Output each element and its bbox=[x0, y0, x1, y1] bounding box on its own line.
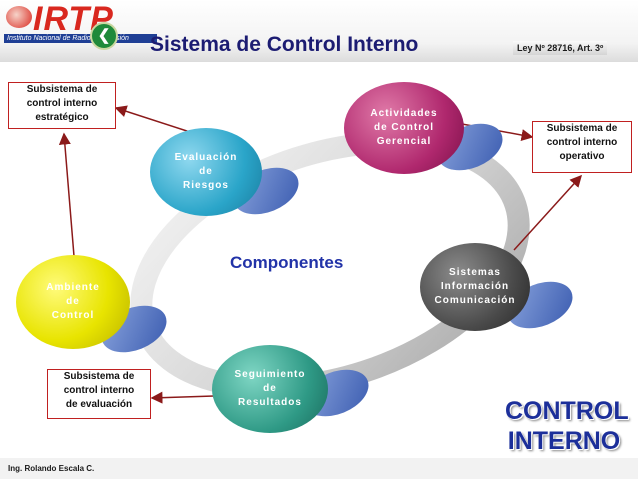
node-sistemas-informacion: Sistemas Información Comunicación bbox=[420, 243, 530, 331]
node-ambiente-de-control: Ambiente de Control bbox=[16, 255, 130, 349]
node-label: Sistemas Información Comunicación bbox=[434, 267, 516, 306]
arrow-evaluacion-to-estrategico bbox=[114, 105, 191, 133]
center-label: Componentes bbox=[230, 253, 344, 272]
node-evaluacion-de-riesgos: Evaluación de Riesgos bbox=[150, 128, 262, 216]
logo-swoosh-icon bbox=[6, 6, 32, 28]
law-reference: Ley Nº 28716, Art. 3º bbox=[513, 41, 608, 55]
node-label: Evaluación de Riesgos bbox=[174, 152, 238, 191]
node-label: Seguimiento de Resultados bbox=[234, 369, 306, 408]
arrow-sistemas-to-operativo bbox=[513, 174, 583, 251]
back-arrow-icon[interactable]: ❮ bbox=[90, 22, 118, 50]
control-interno-badge: CONTROL INTERNO bbox=[505, 397, 629, 455]
arrow-ambiente-to-estrategico bbox=[58, 132, 75, 257]
subsystem-operativo: Subsistema de control interno operativo bbox=[532, 121, 632, 173]
node-label: Actividades de Control Gerencial bbox=[370, 108, 438, 147]
subsystem-estrategico: Subsistema de control interno estratégic… bbox=[8, 82, 116, 129]
author-label: Ing. Rolando Escala C. bbox=[8, 464, 95, 473]
node-label: Ambiente de Control bbox=[46, 282, 100, 321]
arrow-seguimiento-to-evaluacion bbox=[150, 391, 215, 404]
subsystem-evaluacion: Subsistema de control interno de evaluac… bbox=[47, 369, 151, 419]
node-actividades-de-control: Actividades de Control Gerencial bbox=[344, 82, 464, 174]
logo-subtitle: Instituto Nacional de Radio y Televisión bbox=[4, 34, 157, 43]
footer-bar bbox=[0, 458, 638, 479]
node-seguimiento-de-resultados: Seguimiento de Resultados bbox=[212, 345, 328, 433]
page-title: Sistema de Control Interno bbox=[150, 33, 419, 56]
